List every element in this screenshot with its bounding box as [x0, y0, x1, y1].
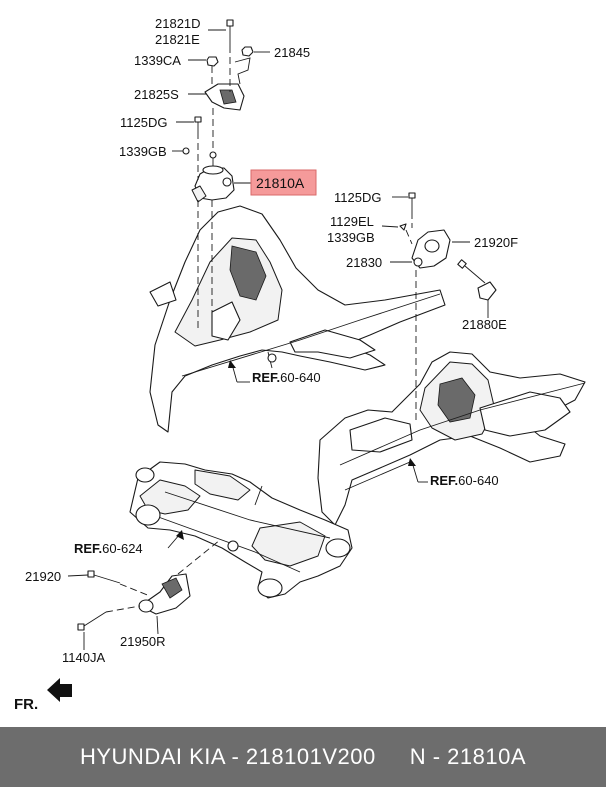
label-1339gb-upper: 1339GB — [119, 144, 167, 159]
label-21810a: 21810A — [256, 175, 305, 191]
label-21821d: 21821D — [155, 16, 201, 31]
label-21950r: 21950R — [120, 634, 166, 649]
label-21920: 21920 — [25, 569, 61, 584]
ref-label-60-640-right: REF.60-640 — [430, 473, 499, 488]
label-21825s: 21825S — [134, 87, 179, 102]
engine-mount-21810a — [191, 151, 235, 203]
transmission-mount-21830 — [411, 229, 451, 269]
highlighted-part-21810a: 21810A — [250, 169, 317, 196]
front-direction-indicator: FR. — [14, 678, 72, 713]
transmission-mount-parts — [399, 192, 497, 301]
oem-part-number: N - 21810A — [409, 744, 526, 769]
label-21830: 21830 — [346, 255, 382, 270]
label-21920f: 21920F — [474, 235, 518, 250]
ref-label-60-624: REF.60-624 — [74, 541, 143, 556]
front-subframe — [129, 461, 353, 599]
label-21845: 21845 — [274, 45, 310, 60]
label-1125dg-right: 1125DG — [334, 190, 381, 205]
engine-mount-upper-parts — [182, 19, 254, 203]
ref-label-60-640-left: REF.60-640 — [252, 370, 321, 385]
label-21821e: 21821E — [155, 32, 200, 47]
label-1140ja: 1140JA — [62, 650, 105, 665]
label-21880e: 21880E — [462, 317, 507, 332]
label-1129el: 1129EL — [330, 214, 374, 229]
label-1339ca: 1339CA — [134, 53, 181, 68]
label-1339gb-right: 1339GB — [327, 230, 375, 245]
leader-lines — [67, 29, 489, 650]
label-1125dg-upper: 1125DG — [120, 115, 167, 130]
part-labels: 21821D 21821E 21845 1339CA 21825S 1125DG… — [25, 16, 518, 665]
assembly-lines — [105, 46, 417, 613]
exploded-parts-diagram: 21821D 21821E 21845 1339CA 21825S 1125DG… — [14, 16, 586, 713]
front-arrow-icon — [47, 678, 72, 702]
front-side-member-right — [317, 351, 586, 526]
highlight-box — [250, 169, 317, 196]
front-label: FR. — [14, 696, 38, 713]
roll-rod-mount-21950r — [77, 570, 191, 631]
front-side-member-left — [149, 205, 446, 433]
brand-part-number: HYUNDAI KIA - 218101V200 — [79, 744, 376, 769]
part-number-footer: HYUNDAI KIA - 218101V200 N - 21810A — [0, 727, 606, 787]
